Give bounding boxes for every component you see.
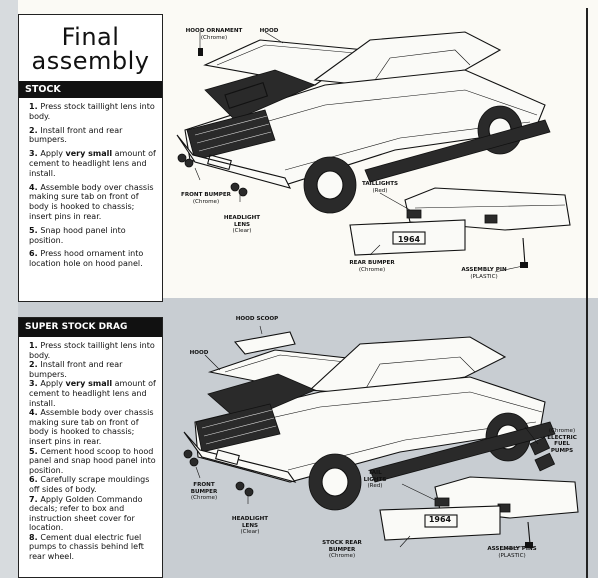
title-line-1: Final <box>61 23 120 51</box>
instruction-step: 1. Press stock taillight lens into body. <box>29 102 155 121</box>
bottom-license-plate-text: 1964 <box>428 515 452 524</box>
front-grille <box>186 109 276 161</box>
tail-light-lens-left <box>434 497 450 507</box>
chassis-frame <box>364 119 551 183</box>
instruction-step: 2. Install front and rear bumpers. <box>29 360 123 379</box>
label-hood-scoop: HOOD SCOOP <box>235 316 279 322</box>
label-assembly-pins: ASSEMBLY PINS(PLASTIC) <box>487 546 537 559</box>
label-hood-bottom: HOOD <box>189 350 209 356</box>
front-bumper-part <box>176 134 292 189</box>
instruction-step: 2. Install front and rear bumpers. <box>29 125 123 145</box>
stock-heading: STOCK <box>19 81 162 98</box>
assembly-pin-part <box>522 237 526 266</box>
hood-ornament-part <box>198 48 203 56</box>
instruction-step: 4. Assemble body over chassis making sur… <box>29 182 154 221</box>
step-number: 4. <box>29 408 41 418</box>
instruction-step: 8. Cement dual electric fuel pumps to ch… <box>29 532 144 562</box>
chassis-frame-bottom <box>369 421 556 483</box>
instruction-step: 3. Apply very small amount of cement to … <box>29 379 156 408</box>
step-emphasis: very small <box>65 149 113 159</box>
step-number: 1. <box>29 341 41 350</box>
instruction-step: 1. Press stock taillight lens into body. <box>29 341 155 360</box>
stock-instructions-panel: Final assembly STOCK 1. Press stock tail… <box>18 14 163 302</box>
headlight-lens-1 <box>177 153 187 163</box>
super-stock-heading: SUPER STOCK DRAG <box>19 318 162 337</box>
taillight-lens-left <box>406 209 422 219</box>
front-grille-bottom <box>195 403 281 453</box>
step-number: 6. <box>29 249 41 259</box>
front-bumper-part-bottom <box>183 431 297 483</box>
top-license-plate-text: 1964 <box>397 235 421 244</box>
instruction-step: 7. Apply Golden Commando decals; refer t… <box>29 494 143 533</box>
step-number: 7. <box>29 494 41 504</box>
license-plate-bottom <box>424 514 458 528</box>
label-electric-fuel-pumps: (Chrome)ELECTRIC FUEL PUMPS <box>547 428 577 454</box>
label-front-bumper-bottom: FRONT BUMPER(Chrome) <box>190 482 218 501</box>
label-taillights: TAILLIGHTS(Red) <box>361 181 399 194</box>
step-number: 2. <box>29 125 41 135</box>
instruction-step: 5. Cement hood scoop to hood panel and s… <box>29 446 156 475</box>
super-stock-steps-list: 1. Press stock taillight lens into body.… <box>19 341 162 562</box>
label-assembly-pin: ASSEMBLY PIN(PLASTIC) <box>461 267 507 280</box>
hood-scoop-part <box>233 331 296 355</box>
left-margin-strip <box>0 0 18 578</box>
right-border-rule <box>586 8 588 578</box>
fuel-pump-2 <box>534 452 556 472</box>
fuel-pump-1 <box>529 436 551 456</box>
step-number: 6. <box>29 475 41 485</box>
instruction-step: 5. Snap hood panel into position. <box>29 225 126 245</box>
super-stock-instructions-panel: SUPER STOCK DRAG 1. Press stock tailligh… <box>18 317 163 578</box>
label-headlight-lens: HEADLIGHT LENS(Clear) <box>223 215 261 234</box>
headlight-lens-bottom <box>183 449 193 459</box>
instruction-step: 3. Apply very small amount of cement to … <box>29 149 156 178</box>
step-number: 3. <box>29 379 41 389</box>
label-hood: HOOD <box>259 28 279 34</box>
engine-bay-bottom <box>207 373 317 423</box>
step-number: 5. <box>29 225 41 235</box>
assembly-pin-part-bottom <box>527 521 531 545</box>
final-assembly-title: Final assembly <box>19 25 162 73</box>
title-line-2: assembly <box>31 47 150 75</box>
step-number: 5. <box>29 446 41 456</box>
stock-car-illustration <box>176 31 571 273</box>
super-stock-car-illustration <box>183 325 579 551</box>
step-number: 4. <box>29 182 41 192</box>
step-number: 1. <box>29 102 41 111</box>
step-emphasis: very small <box>65 379 113 389</box>
taillight-lens-right <box>484 214 498 224</box>
label-headlight-lens-bottom: HEADLIGHT LENS(Clear) <box>231 516 269 535</box>
label-front-bumper: FRONT BUMPER(Chrome) <box>181 192 231 205</box>
label-stock-rear-bumper: STOCK REAR BUMPER(Chrome) <box>322 540 362 559</box>
label-tail-lights: TAIL LIGHTS(Red) <box>363 470 387 489</box>
step-number: 2. <box>29 360 41 370</box>
instruction-step: 6. Carefully scrape mouldings off sides … <box>29 475 150 494</box>
step-number: 3. <box>29 149 41 159</box>
label-rear-bumper: REAR BUMPER(Chrome) <box>349 260 395 273</box>
license-plate <box>392 231 426 245</box>
step-number: 8. <box>29 532 41 542</box>
instruction-step: 6. Press hood ornament into location hol… <box>29 249 144 269</box>
stock-steps-list: 1. Press stock taillight lens into body.… <box>19 102 162 269</box>
instruction-step: 4. Assemble body over chassis making sur… <box>29 408 154 446</box>
label-hood-ornament: HOOD ORNAMENT(Chrome) <box>185 28 243 41</box>
